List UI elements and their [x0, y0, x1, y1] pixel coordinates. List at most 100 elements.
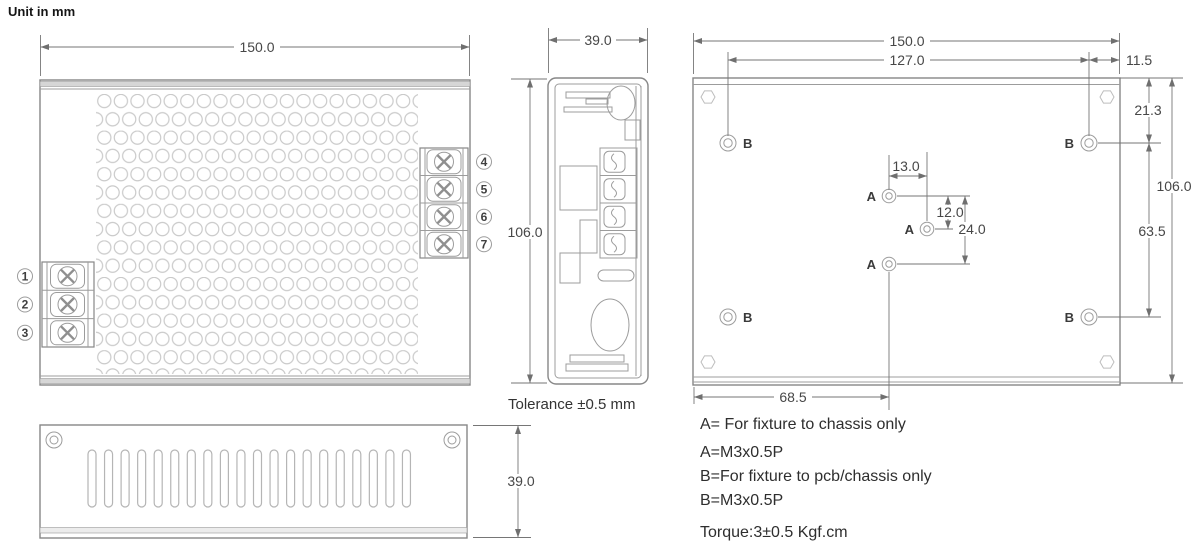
- dim-label-a-offset-x: 13.0: [892, 158, 919, 174]
- terminal-number: 5: [481, 182, 488, 196]
- dim-label-bottom-depth: 39.0: [507, 473, 534, 489]
- output-terminal-block: [419, 147, 469, 259]
- vent-slot: [170, 449, 180, 508]
- terminal-number-circle: [17, 324, 33, 341]
- notes-block: A= For fixture to chassis only A=M3x0.5P…: [700, 416, 932, 541]
- hex-corner-hole: [700, 90, 716, 104]
- note-a-thread: A=M3x0.5P: [700, 444, 783, 461]
- bottom-view: [39, 424, 468, 539]
- dim-a-offset-x: 13.0: [888, 152, 928, 221]
- b-hole: [719, 308, 737, 326]
- vent-slot: [203, 449, 213, 508]
- b-hole-label: B: [743, 136, 752, 151]
- vent-slot: [368, 449, 378, 508]
- terminal-screw: [426, 176, 462, 202]
- vent-slot: [385, 449, 395, 508]
- front-top-rail: [39, 81, 471, 87]
- dim-label-front-width: 150.0: [239, 39, 274, 55]
- terminal-screw: [50, 320, 85, 346]
- dim-mounting-height: 106.0: [1120, 78, 1197, 384]
- terminal-screw: [426, 204, 462, 230]
- dim-label-top-to-hole: 21.3: [1134, 102, 1161, 118]
- dim-side-margin: 11.5: [1089, 52, 1152, 68]
- vent-slot: [252, 449, 263, 508]
- vent-slot: [186, 449, 196, 508]
- dim-label-hole-span-height: 63.5: [1138, 223, 1165, 239]
- side-view: [547, 77, 649, 385]
- bottom-corner-holes: [45, 431, 461, 449]
- terminal-screw: [426, 149, 462, 175]
- dim-top-to-hole: 21.3: [1098, 77, 1183, 144]
- a-mounting-holes: A A A: [867, 188, 935, 272]
- a-hole-label: A: [867, 257, 877, 272]
- dim-a-span: 24.0: [897, 196, 991, 265]
- vent-slot: [352, 449, 362, 508]
- dim-label-mounting-width: 150.0: [889, 33, 924, 49]
- terminal-screw: [426, 231, 462, 257]
- a-hole-label: A: [905, 222, 915, 237]
- terminal-number-circle: [476, 236, 492, 253]
- vent-slot: [120, 449, 130, 508]
- b-hole-label: B: [1065, 136, 1074, 151]
- dim-mounting-width: 150.0: [693, 33, 1120, 74]
- a-hole-label: A: [867, 189, 877, 204]
- corner-hex-holes: [700, 90, 1115, 369]
- vent-slot: [103, 449, 114, 508]
- dim-label-left-to-a-hole: 68.5: [779, 389, 806, 405]
- note-a-purpose: A= For fixture to chassis only: [700, 416, 906, 433]
- dim-a-offset-y: 12.0: [897, 195, 970, 230]
- vent-slot: [153, 449, 163, 508]
- a-hole: [919, 221, 935, 237]
- hex-corner-hole: [1099, 355, 1115, 369]
- dim-label-hole-span-width: 127.0: [889, 52, 924, 68]
- dim-left-to-a-hole: 68.5: [693, 387, 889, 405]
- note-b-purpose: B=For fixture to pcb/chassis only: [700, 468, 932, 485]
- terminal-number: 1: [22, 269, 29, 283]
- vent-slot: [335, 449, 345, 508]
- terminal-screw: [50, 263, 85, 289]
- vent-slot: [286, 449, 296, 508]
- vent-slot: [219, 449, 229, 508]
- b-hole-label: B: [1065, 310, 1074, 325]
- side-view-body: [547, 77, 649, 385]
- dim-bottom-depth: 39.0: [473, 425, 539, 538]
- dim-label-front-height: 106.0: [507, 224, 542, 240]
- a-hole: [881, 256, 897, 272]
- input-terminal-block: [41, 261, 95, 348]
- terminal-number-circle: [17, 296, 33, 313]
- perforation-grid: [96, 94, 418, 374]
- dim-side-depth: 39.0: [548, 28, 648, 73]
- capacitor-bottom: [590, 298, 630, 352]
- dim-label-mounting-height: 106.0: [1156, 178, 1191, 194]
- terminal-number-circle: [476, 208, 492, 225]
- vent-slot: [319, 449, 329, 508]
- bottom-rail: [39, 527, 468, 534]
- terminal-number: 2: [22, 298, 29, 312]
- capacitor-top: [606, 85, 636, 121]
- vent-slot: [401, 449, 412, 508]
- vent-slot: [302, 449, 312, 508]
- front-bottom-rail: [39, 378, 471, 384]
- vent-slot: [137, 449, 147, 508]
- vent-slot: [269, 449, 279, 508]
- b-hole: [1080, 308, 1098, 326]
- output-terminal-numbers: 4 5 6 7: [476, 153, 492, 253]
- tolerance-note: Tolerance ±0.5 mm: [508, 396, 635, 413]
- dim-label-a-offset-y: 12.0: [936, 204, 963, 220]
- hex-corner-hole: [1099, 90, 1115, 104]
- dim-label-a-span: 24.0: [958, 221, 985, 237]
- note-torque: Torque:3±0.5 Kgf.cm: [700, 524, 848, 541]
- vent-slot: [236, 449, 246, 508]
- terminal-number: 6: [481, 210, 488, 224]
- terminal-number: 4: [481, 155, 488, 169]
- terminal-number-circle: [476, 153, 492, 170]
- terminal-number-circle: [476, 181, 492, 198]
- dim-hole-span-width: 127.0: [727, 52, 1090, 136]
- dim-front-height: 106.0: [502, 78, 548, 384]
- dim-label-side-depth: 39.0: [584, 32, 611, 48]
- terminal-number: 7: [481, 237, 488, 251]
